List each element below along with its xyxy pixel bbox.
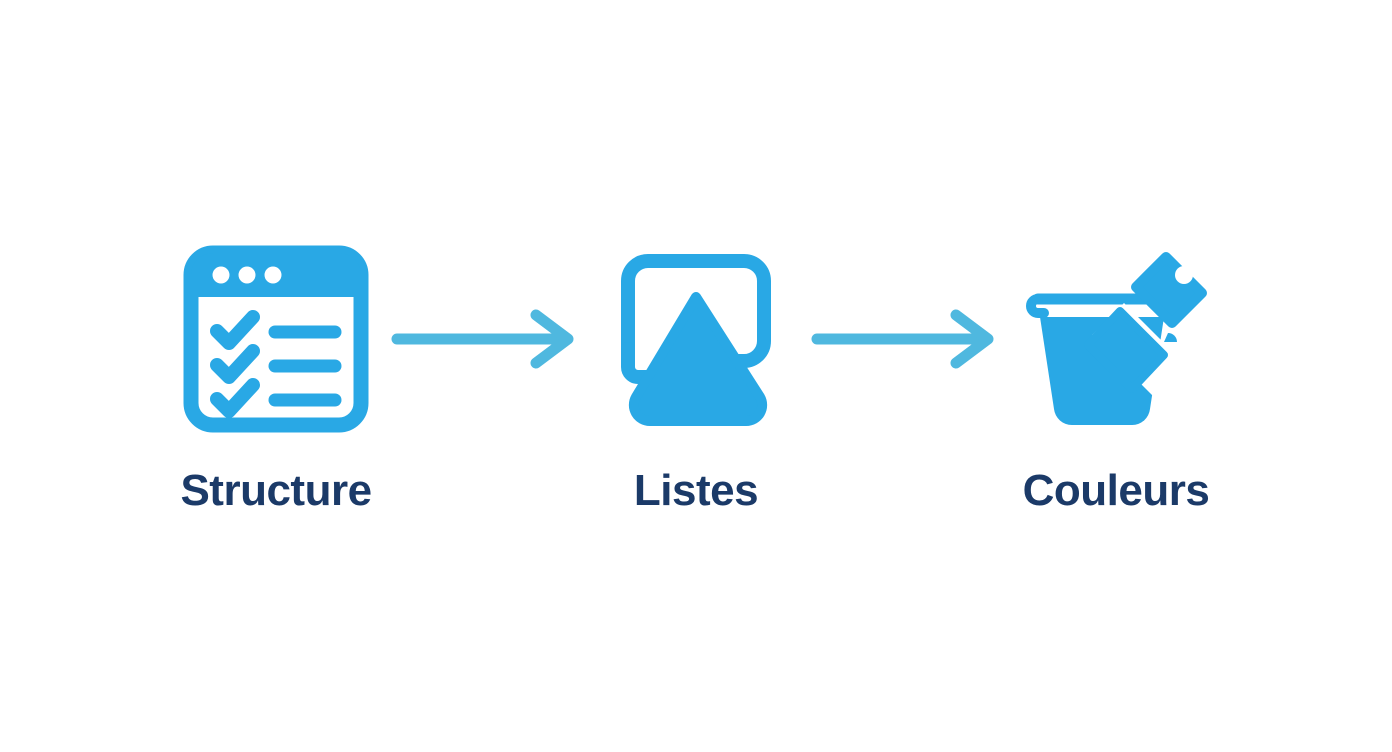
bullet-list-triangle-icon [596, 239, 796, 439]
process-step-structure[interactable]: Structure [166, 239, 386, 513]
step-label-structure: Structure [180, 466, 372, 515]
arrow-right-icon [391, 309, 574, 369]
process-step-listes[interactable]: Listes [586, 239, 806, 513]
checklist-window-icon [176, 239, 376, 439]
paint-bucket-brush-icon [1016, 239, 1216, 439]
step-label-listes: Listes [633, 466, 759, 515]
connector-arrow-1 [386, 239, 586, 439]
arrow-right-icon [811, 309, 994, 369]
connector-arrow-2 [806, 239, 1006, 439]
process-step-couleurs[interactable]: Couleurs [1006, 239, 1226, 513]
step-label-couleurs: Couleurs [1022, 466, 1210, 515]
